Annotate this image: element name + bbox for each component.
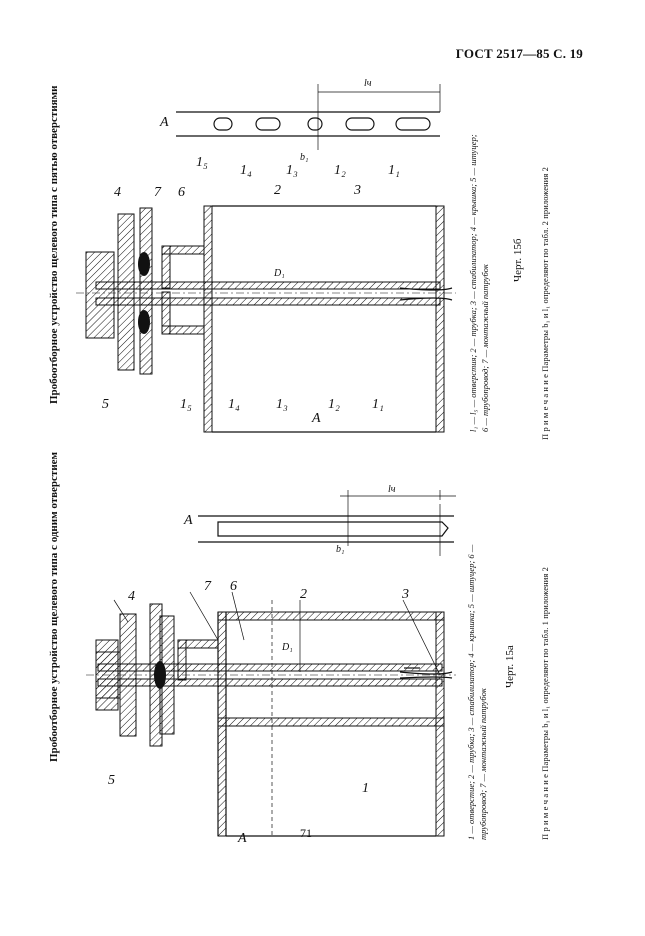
figure-b-callout-7: 7 — [154, 185, 162, 200]
page-header-standard: ГОСТ 2517—85 С. 19 — [455, 46, 583, 61]
figure-a-callout-6: 6 — [230, 579, 237, 594]
figure-b-callout-1-2: 1₂ — [334, 163, 346, 178]
figure-b-callout-2: 2 — [274, 183, 281, 198]
figure-a-view-label: A — [183, 513, 193, 528]
figure-b-callout-1-4: 1₄ — [240, 163, 252, 178]
figure-b-dim-d1: D₁ — [273, 268, 285, 279]
figure-a-callout-7: 7 — [204, 579, 212, 594]
figure-b-callout-1-2-lower: 1₂ — [328, 397, 340, 412]
figure-b-callout-1-3-lower: 1₃ — [276, 397, 288, 412]
figure-b-callout-1-5-lower: 1₅ — [180, 397, 192, 412]
figure-a-callout-1: 1 — [362, 781, 369, 796]
figure-b-dim-b1: b₁ — [300, 152, 308, 163]
figure-b-callout-1-4-lower: 1₄ — [228, 397, 240, 412]
figure-a-section-arrow-label: A — [237, 831, 247, 846]
figure-a-drawing — [86, 490, 456, 837]
figure-a-dim-lch: lч — [388, 484, 396, 495]
figure-a-callout-4: 4 — [128, 589, 135, 604]
figure-b-callout-1-1: 1₁ — [388, 163, 400, 178]
figure-b-section-arrow-label: A — [311, 411, 321, 426]
figure-b-callout-1-1-lower: 1₁ — [372, 397, 384, 412]
figure-b-callout-1-5: 1₅ — [196, 155, 208, 170]
figure-b-drawing — [76, 84, 456, 433]
figure-a-callout-3: 3 — [401, 587, 409, 602]
figure-a-dim-d1: D₁ — [281, 642, 293, 653]
figure-b-callout-6: 6 — [178, 185, 185, 200]
figure-b-callout-3: 3 — [353, 183, 361, 198]
figure-b-view-label: A — [159, 115, 169, 130]
figure-a-callout-5: 5 — [108, 773, 115, 788]
figure-b-callout-4: 4 — [114, 185, 121, 200]
figure-b-callout-5: 5 — [102, 397, 109, 412]
figure-a-callout-2: 2 — [300, 587, 307, 602]
figure-a-pipe-wall-top — [217, 611, 445, 621]
figure-b-dim-lch: lч — [364, 78, 372, 89]
figure-a-dim-b1: b₁ — [336, 544, 344, 555]
figure-a-pipe-wall-bottom — [217, 717, 445, 727]
figure-b-callout-1-3: 1₃ — [286, 163, 298, 178]
